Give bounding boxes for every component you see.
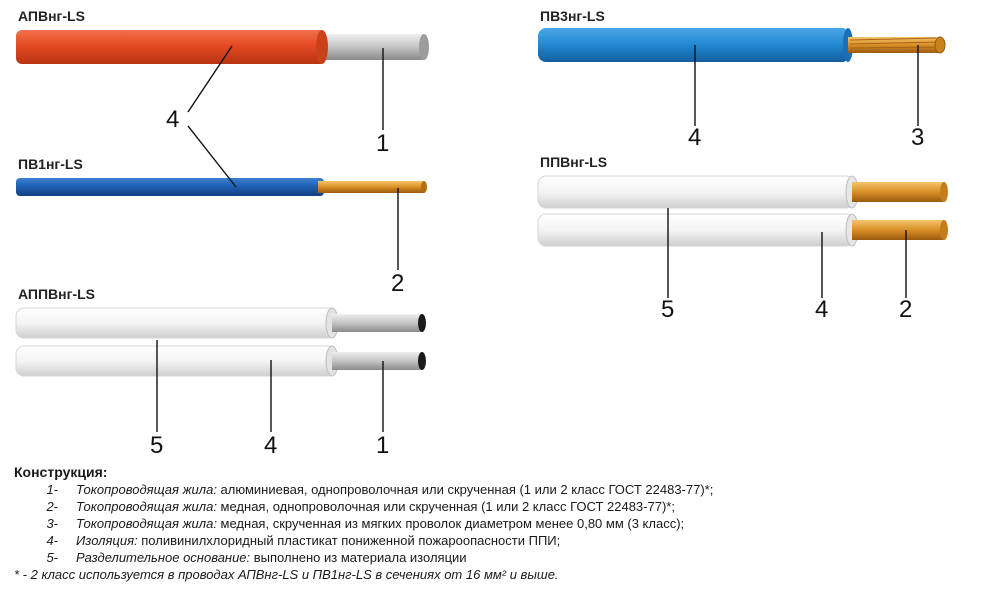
- legend-text: медная, скрученная из мягких проволок ди…: [216, 516, 685, 531]
- callout-number: 3: [911, 124, 925, 151]
- legend-text: алюминиевая, однопроволочная или скручен…: [216, 482, 714, 497]
- conductor-copper-bottom: [852, 220, 944, 240]
- insulation-blue: [16, 178, 324, 196]
- legend-term: Изоляция:: [76, 533, 138, 548]
- insulation-light-blue: [538, 28, 850, 62]
- legend-title: Конструкция:: [14, 464, 108, 480]
- label-pv1ng: ПВ1нг-LS: [18, 156, 83, 172]
- callout-number: 1: [376, 130, 390, 157]
- label-apvng: АПВнг-LS: [18, 8, 85, 24]
- legend-number: 1-: [46, 482, 58, 497]
- insulation-white-top: [537, 175, 855, 209]
- callout-number: 2: [899, 296, 913, 323]
- legend-item: 1- Токопроводящая жила: алюминиевая, одн…: [14, 481, 984, 498]
- insulation-white-top: [15, 307, 337, 339]
- cable-pv3ng: [538, 28, 946, 62]
- cable-ppvng: [537, 175, 948, 247]
- insulation-white-bottom: [15, 345, 337, 377]
- conductor-aluminum-top: [332, 314, 422, 332]
- insulation-red: [16, 30, 326, 64]
- conductor-stranded-copper: [848, 36, 946, 54]
- cable-apvng: [16, 30, 429, 64]
- legend-term: Токопроводящая жила:: [76, 516, 217, 531]
- conductor-aluminum-bottom: [332, 352, 422, 370]
- legend-text: поливинилхлоридный пластикат пониженной …: [137, 533, 561, 548]
- callout-number: 1: [376, 432, 390, 459]
- insulation-cut: [316, 30, 328, 64]
- callout-lines: [156, 45, 919, 432]
- legend-footnote: * - 2 класс используется в проводах АПВн…: [14, 567, 559, 582]
- legend-number: 3-: [46, 516, 58, 531]
- legend-term: Разделительное основание:: [76, 550, 251, 565]
- callout-number: 4: [166, 106, 180, 133]
- conductor-copper: [318, 181, 424, 193]
- cable-pv1ng: [16, 178, 427, 196]
- callout-number: 2: [391, 270, 405, 297]
- callout-number: 5: [661, 296, 675, 323]
- label-appvng: АППВнг-LS: [18, 286, 95, 302]
- legend-term: Токопроводящая жила:: [76, 499, 217, 514]
- legend-number: 4-: [46, 533, 58, 548]
- insulation-white-bottom: [537, 213, 855, 247]
- callout-number: 5: [150, 432, 164, 459]
- legend-item: 5- Разделительное основание: выполнено и…: [14, 549, 984, 566]
- cable-diagram: АПВнг-LS ПВ1нг-LS АППВнг-LS ПВ3нг-LS ППВ…: [15, 8, 948, 459]
- callout-number: 4: [688, 124, 702, 151]
- conductor-copper-top: [852, 182, 944, 202]
- legend-text: медная, однопроволочная или скрученная (…: [216, 499, 675, 514]
- cable-appvng: [15, 307, 426, 377]
- label-pv3ng: ПВ3нг-LS: [540, 8, 605, 24]
- legend-text: выполнено из материала изоляции: [250, 550, 467, 565]
- legend-item: 3- Токопроводящая жила: медная, скрученн…: [14, 515, 984, 532]
- conductor-end: [419, 34, 429, 60]
- construction-legend: Конструкция: 1- Токопроводящая жила: алю…: [14, 464, 984, 583]
- legend-term: Токопроводящая жила:: [76, 482, 217, 497]
- conductor-end: [421, 181, 427, 193]
- label-ppvng: ППВнг-LS: [540, 154, 608, 170]
- callout-number: 4: [815, 296, 829, 323]
- legend-item: 2- Токопроводящая жила: медная, однопров…: [14, 498, 984, 515]
- legend-number: 2-: [46, 499, 58, 514]
- callout-number: 4: [264, 432, 278, 459]
- conductor-aluminum: [318, 34, 424, 60]
- legend-item: 4- Изоляция: поливинилхлоридный пластика…: [14, 532, 984, 549]
- cable-illustration: [15, 28, 948, 432]
- legend-number: 5-: [46, 550, 58, 565]
